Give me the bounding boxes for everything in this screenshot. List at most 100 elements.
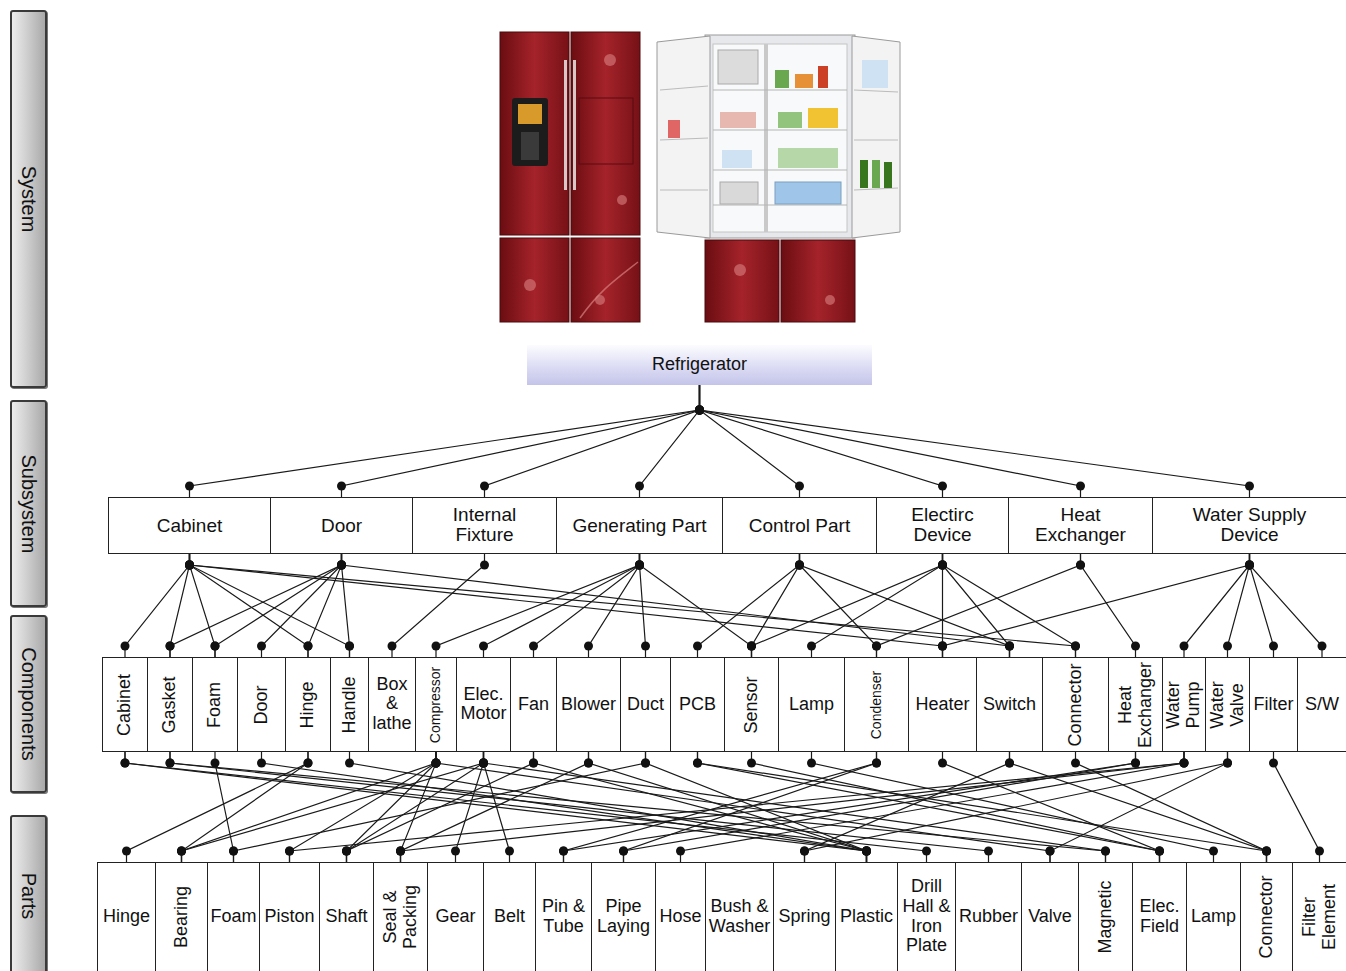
component-box: PCB xyxy=(670,657,725,752)
junction-dot xyxy=(693,759,702,768)
food xyxy=(795,74,813,88)
node-label: Fan xyxy=(513,695,554,715)
door-shelf xyxy=(854,140,898,141)
junction-dot xyxy=(257,759,266,768)
junction-dot xyxy=(529,759,538,768)
part-box: Rubber xyxy=(955,862,1022,971)
label-group: Filter Element xyxy=(1300,865,1340,969)
tree-connector xyxy=(479,752,514,862)
junction-dot xyxy=(984,847,993,856)
junction-dot xyxy=(938,482,947,491)
label-group: Cabinet xyxy=(115,660,135,749)
node-label: Piston xyxy=(262,907,317,927)
connector-line xyxy=(943,554,1250,657)
junction-dot xyxy=(345,759,354,768)
label-group: Subsystem xyxy=(18,403,40,604)
junction-dot xyxy=(1155,847,1164,856)
label-group: Elec. Motor xyxy=(459,685,508,725)
connector-line xyxy=(170,554,342,657)
junction-dot xyxy=(479,759,488,768)
component-box: Compressor xyxy=(415,657,457,752)
flower-pattern xyxy=(524,279,536,291)
component-box: Connector xyxy=(1042,657,1109,752)
junction-dot xyxy=(166,642,175,651)
junction-dot xyxy=(432,759,441,768)
tree-connector xyxy=(1245,554,1278,657)
node-label: Foam xyxy=(205,660,225,749)
label-group: Hose xyxy=(658,907,703,927)
connector-line xyxy=(127,752,309,862)
component-box: Fan xyxy=(510,657,557,752)
node-label: Door xyxy=(273,515,410,536)
door-handle xyxy=(573,60,576,190)
junction-dot xyxy=(747,642,756,651)
node-label: Refrigerator xyxy=(530,355,869,375)
door-handle xyxy=(564,60,567,190)
junction-dot xyxy=(304,759,313,768)
junction-dot xyxy=(619,847,628,856)
connector-line xyxy=(190,554,350,657)
label-group: Lamp xyxy=(781,695,842,715)
component-box: Cabinet xyxy=(102,657,148,752)
tree-connector xyxy=(185,554,947,657)
connector-line xyxy=(436,554,640,657)
component-box: Foam xyxy=(192,657,238,752)
label-group: Box & lathe xyxy=(371,675,413,734)
food xyxy=(808,108,838,128)
junction-dot xyxy=(1046,847,1055,856)
label-group: Parts xyxy=(18,818,40,971)
label-group: S/W xyxy=(1300,695,1344,715)
junction-dot xyxy=(862,847,871,856)
junction-dot xyxy=(747,642,756,651)
component-box: Lamp xyxy=(778,657,845,752)
node-label: Electirc Device xyxy=(893,505,993,547)
label-group: Water Valve xyxy=(1208,660,1248,749)
node-label: Parts xyxy=(18,818,40,971)
junction-dot xyxy=(1131,759,1140,768)
node-label: Lamp xyxy=(781,695,842,715)
node-label: Filter xyxy=(1252,695,1295,715)
label-group: Duct xyxy=(623,695,668,715)
tree-connector xyxy=(122,752,313,862)
tree-connector xyxy=(584,554,644,657)
part-box: Filter Element xyxy=(1292,862,1346,971)
part-box: Drill Hall & Iron Plate xyxy=(897,862,956,971)
junction-dot xyxy=(185,561,194,570)
node-label: Subsystem xyxy=(18,403,40,604)
junction-dot xyxy=(185,561,194,570)
junction-dot xyxy=(938,561,947,570)
node-label: Connector xyxy=(1257,865,1277,969)
node-label: Seal & Packing xyxy=(381,865,421,969)
tree-connector xyxy=(693,752,1271,862)
junction-dot xyxy=(938,561,947,570)
node-label: Water Pump xyxy=(1164,660,1204,749)
connector-line xyxy=(401,752,437,862)
tree-connector xyxy=(285,752,1189,862)
node-label: Control Part xyxy=(725,515,874,536)
junction-dot xyxy=(584,642,593,651)
tree-connector xyxy=(342,752,488,862)
tree-connector xyxy=(211,752,239,862)
junction-dot xyxy=(695,406,704,415)
junction-dot xyxy=(337,561,346,570)
junction-dot xyxy=(641,642,650,651)
component-box: Hinge xyxy=(285,657,331,752)
dispenser-outlet xyxy=(521,132,539,160)
tree-connector xyxy=(185,554,354,657)
tree-connector xyxy=(635,554,650,657)
node-label: Handle xyxy=(340,660,360,749)
junction-dot xyxy=(584,759,593,768)
tree-connector xyxy=(121,554,195,657)
tree-connector xyxy=(285,752,441,862)
door-panel xyxy=(579,98,633,164)
junction-dot xyxy=(795,561,804,570)
label-group: Compressor xyxy=(428,660,443,749)
subsystem-box: Generating Part xyxy=(556,497,723,554)
junction-dot xyxy=(795,561,804,570)
junction-dot xyxy=(635,561,644,570)
node-label: Hinge xyxy=(100,907,153,927)
door-shelf xyxy=(660,86,708,90)
label-group: Components xyxy=(18,618,40,790)
connector-line xyxy=(877,554,1081,657)
